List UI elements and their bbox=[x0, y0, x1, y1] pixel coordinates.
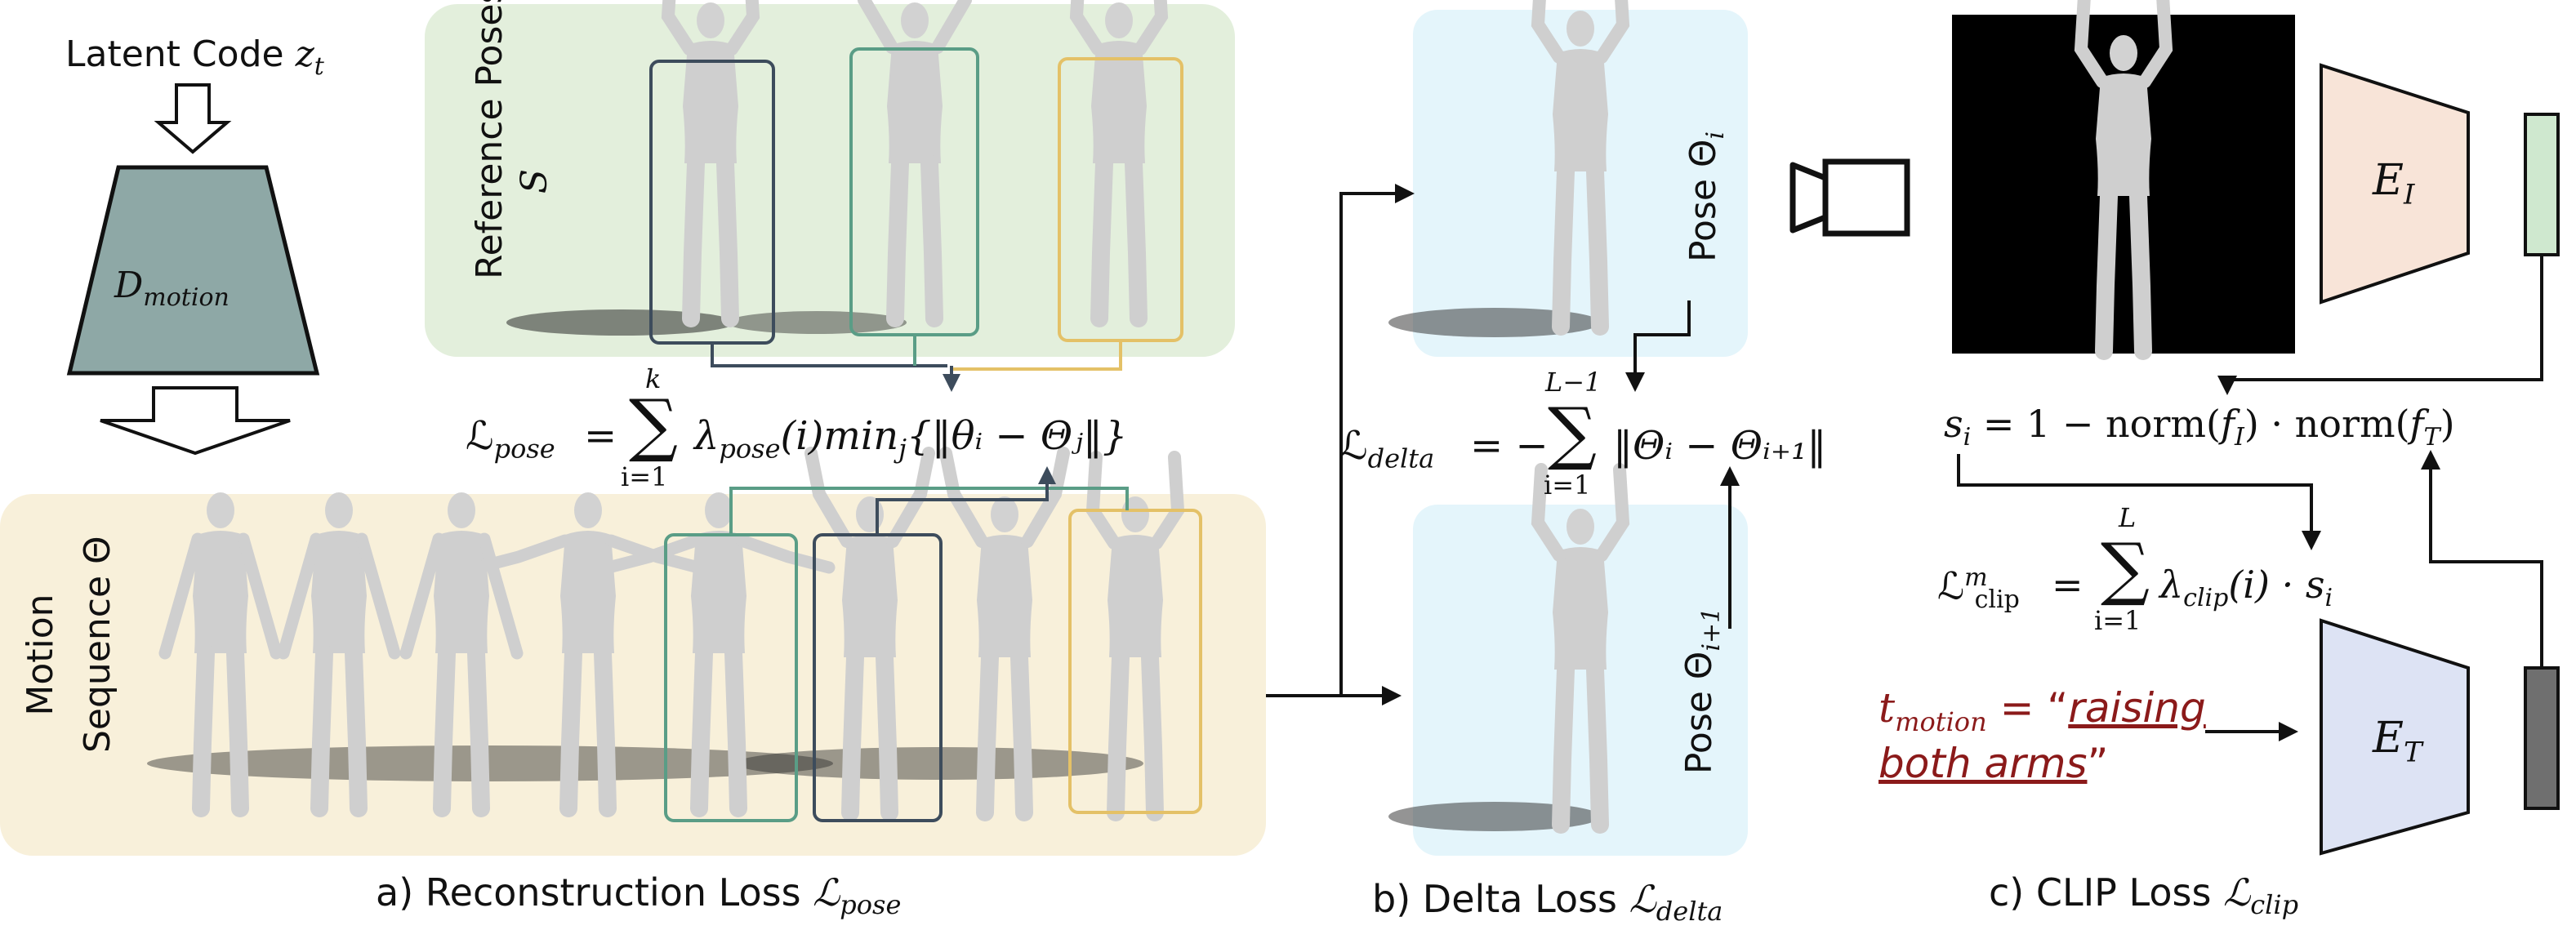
image-encoder-label: EI bbox=[2373, 156, 2415, 211]
pose-i-plus-1-figure bbox=[1538, 470, 1623, 825]
delta-equation-arrows bbox=[1625, 300, 1740, 629]
reference-poses-label: Reference Poses bbox=[469, 0, 510, 279]
delta-loss-caption: b) Delta Loss ℒdelta bbox=[1372, 877, 1723, 928]
text-prompt: tmotion = “raising both arms” bbox=[1879, 684, 2206, 787]
reconstruction-loss-caption: a) Reconstruction Loss ℒpose bbox=[376, 870, 902, 921]
pose-i-plus-1-label: Pose Θi+1 bbox=[1678, 607, 1726, 775]
latent-to-decoder-arrow bbox=[154, 83, 232, 154]
sequence-to-delta-arrows bbox=[1266, 184, 1415, 705]
motion-box-yellow bbox=[1068, 509, 1202, 814]
motion-sequence-figures bbox=[147, 453, 1178, 812]
latent-code-label: Latent Code zt bbox=[65, 33, 324, 81]
text-feature-to-similarity-arrow bbox=[2421, 450, 2543, 668]
motion-to-loss-connector bbox=[729, 466, 1129, 535]
pose-i-label: Pose Θi bbox=[1682, 131, 1730, 262]
pose-loss-equation: ℒpose = k ∑ i=1 λpose(i)minj{‖θᵢ − Θⱼ‖} bbox=[466, 363, 1128, 492]
delta-figures bbox=[1388, 0, 1623, 831]
rendered-figure bbox=[2081, 0, 2166, 351]
delta-loss-equation: ℒdelta = − L−1 ∑ i=1 ‖Θᵢ − Θᵢ₊₁‖ bbox=[1339, 367, 1827, 501]
clip-loss-caption: c) CLIP Loss ℒclip bbox=[1989, 870, 2299, 921]
decoder-trapezoid bbox=[66, 165, 320, 376]
decoder-to-sequence-arrow bbox=[100, 386, 291, 456]
reference-to-loss-connector bbox=[711, 335, 1122, 392]
similarity-to-clip-loss-arrow bbox=[1957, 454, 2321, 550]
reference-pose-3 bbox=[1076, 0, 1161, 318]
text-encoder bbox=[2320, 618, 2470, 856]
image-feature-to-similarity-arrow bbox=[2217, 255, 2543, 395]
reference-poses-figures bbox=[506, 0, 1161, 336]
camera-icon bbox=[1789, 158, 1910, 237]
text-feature-vector bbox=[2524, 666, 2560, 810]
similarity-equation: si = 1 − norm(fI) · norm(fT) bbox=[1944, 402, 2455, 452]
sequence-theta-label: Sequence Θ bbox=[77, 536, 118, 753]
reference-poses-symbol: S bbox=[514, 168, 556, 194]
image-feature-vector bbox=[2524, 113, 2560, 256]
clip-loss-equation: ℒmclip = L ∑ i=1 λclip(i) · si bbox=[1937, 502, 2333, 636]
motion-label: Motion bbox=[20, 594, 61, 716]
text-encoder-label: ET bbox=[2373, 714, 2422, 769]
pose-i-figure bbox=[1538, 0, 1623, 327]
reference-pose-1 bbox=[668, 0, 753, 318]
image-encoder bbox=[2320, 63, 2470, 305]
decoder-label: Dmotion bbox=[114, 265, 230, 312]
